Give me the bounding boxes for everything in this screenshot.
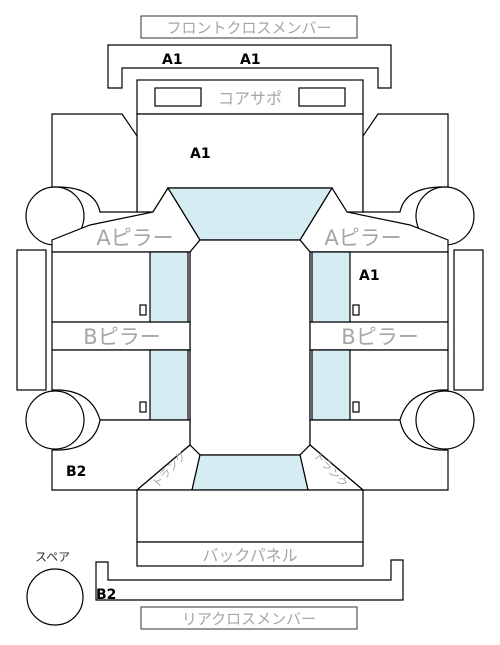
front-window-left[interactable]: [149, 251, 189, 323]
wheel-rear-right[interactable]: [415, 390, 475, 450]
rear-window-right[interactable]: [311, 349, 351, 421]
front-cross-member-label-box: [140, 15, 358, 39]
core-support-label: コアサポ: [218, 89, 282, 108]
roof[interactable]: [189, 239, 311, 456]
side-sill-left[interactable]: [16, 249, 47, 391]
right-side-code: A1: [359, 268, 380, 284]
rear-window[interactable]: [191, 454, 309, 491]
a-pillar-right-label: Aピラー: [324, 226, 401, 250]
front-member-code-left: A1: [162, 52, 183, 68]
rear-cross-member-label-box: [140, 606, 358, 630]
rear-window-left[interactable]: [149, 349, 189, 421]
front-window-right[interactable]: [311, 251, 351, 323]
rear-cross-member-label: リアクロスメンバー: [182, 610, 316, 628]
headlight-right[interactable]: [298, 87, 346, 107]
rear-left-code: B2: [66, 464, 86, 480]
front-cross-member-label: フロントクロスメンバー: [166, 19, 331, 37]
b-pillar-left[interactable]: [51, 321, 191, 351]
a-pillar-left-label: Aピラー: [96, 226, 173, 250]
b-pillar-left-label: Bピラー: [83, 325, 160, 349]
rear-door-handle-right[interactable]: [352, 401, 360, 413]
headlight-left[interactable]: [154, 87, 202, 107]
wheel-rear-left[interactable]: [25, 390, 85, 450]
spare-tire[interactable]: [26, 568, 84, 626]
rear-door-handle-left[interactable]: [139, 401, 147, 413]
side-sill-right[interactable]: [453, 249, 484, 391]
rear-cross-member[interactable]: [95, 559, 404, 601]
b-pillar-right[interactable]: [309, 321, 449, 351]
front-door-handle-right[interactable]: [352, 304, 360, 316]
rear-member-code: B2: [96, 587, 116, 603]
back-panel-label: バックパネル: [202, 546, 297, 565]
trunk-lid[interactable]: [136, 489, 364, 543]
front-door-handle-left[interactable]: [139, 304, 147, 316]
back-panel[interactable]: [136, 541, 364, 567]
b-pillar-right-label: Bピラー: [341, 325, 418, 349]
hood-code: A1: [190, 146, 211, 162]
front-member-code-right: A1: [240, 52, 261, 68]
spare-label: スペア: [35, 550, 70, 564]
front-cross-member[interactable]: [107, 44, 392, 89]
